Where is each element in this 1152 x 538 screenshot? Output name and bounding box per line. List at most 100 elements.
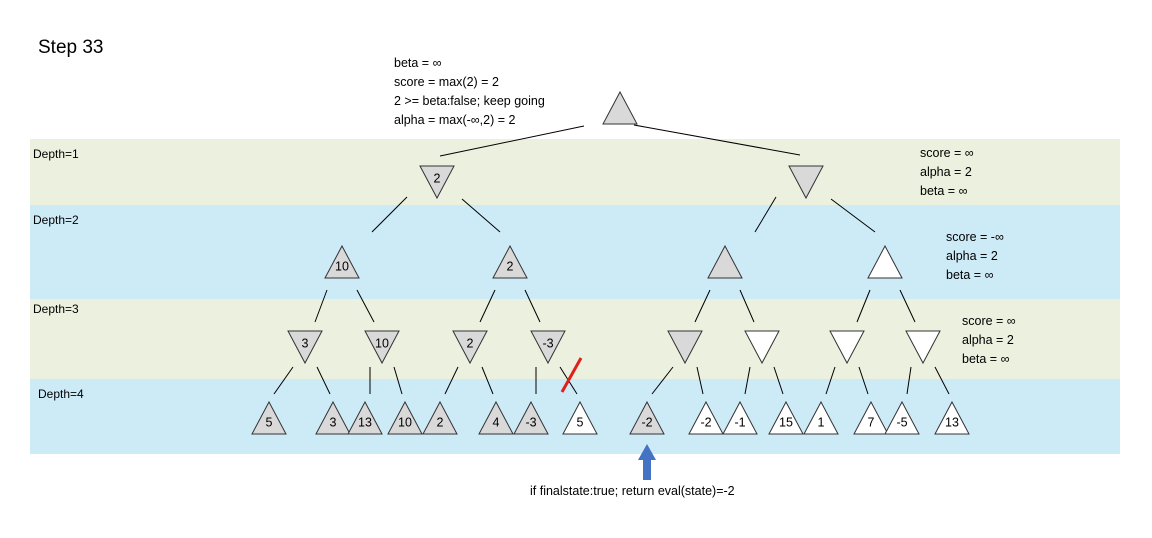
leaf-node: [803, 400, 839, 435]
min-node-depth1: [419, 165, 455, 200]
edge-depth2-to-depth3: [899, 289, 916, 323]
tree-edges: [273, 124, 950, 395]
depth-label-1: Depth=1: [33, 147, 79, 161]
max-node-depth2: [867, 244, 903, 279]
leaf-node: [688, 400, 724, 435]
min-node-depth3: [530, 330, 566, 365]
current-leaf-arrow-head: [638, 444, 656, 460]
leaf-node: [768, 400, 804, 435]
edge-depth3-to-leaf: [316, 366, 331, 395]
depth1-note-line-1: score = ∞: [920, 146, 974, 160]
root-note-line-4: alpha = max(-∞,2) = 2: [394, 113, 516, 127]
edge-depth3-to-leaf: [481, 366, 494, 395]
edge-depth2-to-depth3: [524, 289, 541, 323]
node-value-label: 10: [375, 336, 389, 350]
leaf-value-label: 15: [779, 415, 793, 429]
edge-depth2-to-depth3: [356, 289, 375, 323]
max-node-depth2: [492, 244, 528, 279]
leaf-value-label: -5: [896, 415, 907, 429]
edge-depth3-to-leaf: [825, 366, 836, 395]
node-value-label: 2: [434, 171, 441, 185]
min-node-depth3: [667, 330, 703, 365]
leaf-value-label: 3: [330, 415, 337, 429]
depth-label-4: Depth=4: [38, 387, 84, 401]
tree-overlays: [560, 357, 656, 480]
leaf-node: [562, 400, 598, 435]
bottom-note: if finalstate:true; return eval(state)=-…: [530, 484, 735, 498]
root-max-node: [602, 90, 638, 125]
edge-depth2-to-depth3: [479, 289, 496, 323]
node-value-label: 10: [335, 259, 349, 273]
leaf-value-label: 13: [945, 415, 959, 429]
min-node-depth3: [829, 330, 865, 365]
leaf-value-label: -2: [700, 415, 711, 429]
node-value-label: -3: [542, 336, 553, 350]
leaf-value-label: 13: [358, 415, 372, 429]
leaf-node: [934, 400, 970, 435]
edge-depth3-to-leaf: [696, 366, 704, 395]
edge-depth3-to-leaf: [744, 366, 751, 395]
edge-root-to-left: [439, 125, 585, 157]
min-node-depth3: [364, 330, 400, 365]
max-node-depth2: [707, 244, 743, 279]
depth2-note-line-3: beta = ∞: [946, 268, 994, 282]
depth-band-2: [30, 205, 1120, 299]
edge-depth2-to-depth3: [739, 289, 755, 323]
depth3-note-line-1: score = ∞: [962, 314, 1016, 328]
depth2-note-line-2: alpha = 2: [946, 249, 998, 263]
leaf-node: [251, 400, 287, 435]
tree-nodes: 2 10 2 3 10 2 -3 5 3 13 10 2 4 -3 5 -2 -2 -1 15 1 7 -5 13: [251, 90, 970, 435]
depth3-note-line-2: alpha = 2: [962, 333, 1014, 347]
leaf-value-label: 5: [266, 415, 273, 429]
leaf-value-label: -3: [525, 415, 536, 429]
leaf-value-label: 4: [493, 415, 500, 429]
edge-depth1-to-depth2: [830, 198, 876, 233]
leaf-node: [853, 400, 889, 435]
edge-depth3-to-leaf: [906, 366, 912, 395]
root-note-line-3: 2 >= beta:false; keep going: [394, 94, 545, 108]
leaf-node: [629, 400, 665, 435]
leaf-node: [722, 400, 758, 435]
edge-depth3-to-leaf: [773, 366, 784, 395]
depth3-note-line-3: beta = ∞: [962, 352, 1010, 366]
depth2-note-line-1: score = -∞: [946, 230, 1004, 244]
leaf-node: [422, 400, 458, 435]
edge-depth3-to-leaf: [393, 366, 403, 395]
min-node-depth3: [452, 330, 488, 365]
edge-depth3-to-leaf: [273, 366, 294, 395]
depth1-note-line-2: alpha = 2: [920, 165, 972, 179]
depth-label-3: Depth=3: [33, 302, 79, 316]
min-node-depth3: [287, 330, 323, 365]
edge-depth1-to-depth2: [754, 196, 777, 233]
edge-depth2-to-depth3: [856, 289, 871, 323]
leaf-value-label: 7: [868, 415, 875, 429]
root-note-line-1: beta = ∞: [394, 56, 442, 70]
leaf-value-label: 5: [577, 415, 584, 429]
max-node-depth2: [324, 244, 360, 279]
min-node-depth3: [744, 330, 780, 365]
leaf-value-label: -1: [734, 415, 745, 429]
leaf-value-label: 10: [398, 415, 412, 429]
prune-cut-mark: [560, 357, 583, 393]
edge-depth3-to-leaf: [444, 366, 459, 395]
current-leaf-arrow-shaft: [643, 458, 651, 480]
leaf-value-label: 2: [437, 415, 444, 429]
edge-depth1-to-depth2: [371, 196, 408, 233]
depth-label-2: Depth=2: [33, 213, 79, 227]
leaf-node: [513, 400, 549, 435]
depth-band-1: [30, 139, 1120, 205]
node-value-label: 2: [507, 259, 514, 273]
leaf-value-label: -2: [641, 415, 652, 429]
edge-depth1-to-depth2: [461, 198, 501, 233]
step-title: Step 33: [38, 37, 104, 58]
leaf-node: [387, 400, 423, 435]
node-value-label: 2: [467, 336, 474, 350]
leaf-value-label: 1: [818, 415, 825, 429]
leaf-node: [347, 400, 383, 435]
leaf-node: [315, 400, 351, 435]
min-node-depth3: [905, 330, 941, 365]
node-value-label: 3: [302, 336, 309, 350]
edge-root-to-right: [633, 124, 801, 156]
